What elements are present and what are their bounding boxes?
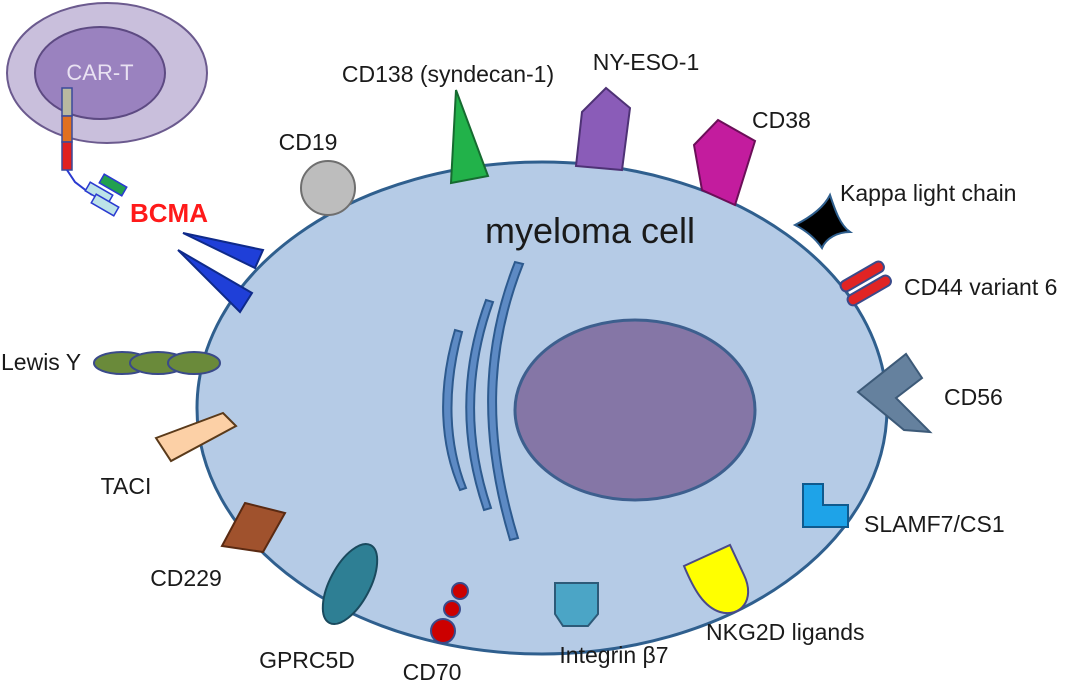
slamf7-marker (802, 483, 849, 528)
car-t-label: CAR-T (66, 60, 133, 85)
cd38-label: CD38 (752, 107, 811, 133)
slamf7-label: SLAMF7/CS1 (864, 511, 1005, 537)
cd19-marker (300, 160, 356, 216)
cd229-label: CD229 (150, 565, 222, 591)
lewis-y-label: Lewis Y (1, 349, 81, 375)
cd138-marker (449, 89, 490, 185)
cd229-marker (220, 501, 287, 554)
taci-marker (154, 411, 238, 463)
gprc5d-label: GPRC5D (259, 647, 355, 673)
cd19-label: CD19 (279, 129, 338, 155)
cd56-label: CD56 (944, 384, 1003, 410)
bcma-receptor (177, 232, 265, 314)
golgi-apparatus (442, 260, 525, 542)
cd44v6-label: CD44 variant 6 (904, 274, 1057, 300)
gprc5d-marker (321, 543, 379, 625)
taci-label: TACI (101, 473, 152, 499)
nyeso1-label: NY-ESO-1 (593, 49, 700, 75)
cd70-marker (430, 582, 469, 644)
integrin-b7-label: Integrin β7 (559, 642, 668, 668)
kappa-marker (792, 192, 854, 251)
nyeso1-marker (574, 86, 632, 172)
nkg2d-marker (682, 543, 750, 615)
cd70-label: CD70 (403, 659, 462, 685)
lewis-y-marker (93, 351, 221, 375)
cd138-label: CD138 (syndecan-1) (342, 61, 554, 87)
integrin-b7-marker (554, 582, 599, 627)
cd56-marker (856, 352, 933, 434)
nucleus (513, 318, 757, 502)
bcma-label: BCMA (130, 198, 208, 228)
cd44v6-marker (839, 260, 892, 307)
kappa-label: Kappa light chain (840, 180, 1016, 206)
cd38-marker (692, 118, 757, 207)
diagram-title: myeloma cell (485, 210, 695, 251)
car-t-cell: CAR-T (6, 2, 208, 217)
nkg2d-label: NKG2D ligands (706, 619, 865, 645)
